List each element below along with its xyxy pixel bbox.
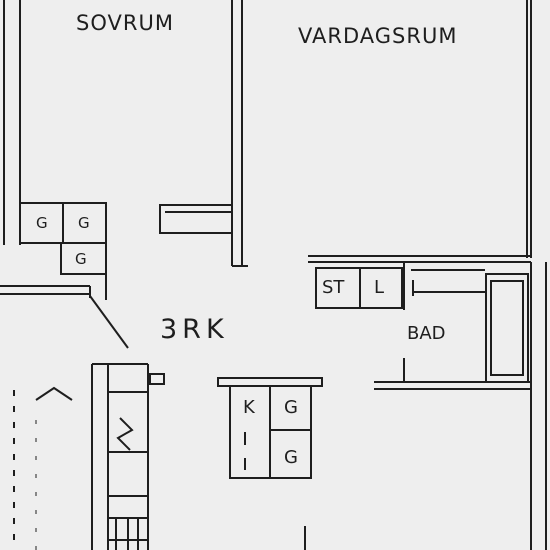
wardrobe-g-label: G bbox=[36, 214, 48, 232]
kitchen-g-label: G bbox=[284, 447, 298, 468]
wardrobe-g-label: G bbox=[75, 250, 87, 268]
kitchen-k-label: K bbox=[243, 397, 255, 418]
wardrobe-g-label: G bbox=[78, 214, 90, 232]
stove-label: ST bbox=[322, 277, 345, 298]
entrance-arrow bbox=[35, 386, 73, 401]
kitchen-g-label: G bbox=[284, 397, 298, 418]
stair-break-mark bbox=[116, 417, 134, 451]
apartment-type-label: 3RK bbox=[160, 314, 229, 345]
door-swing bbox=[89, 295, 129, 349]
bathtub-outer bbox=[485, 273, 529, 383]
kitchen-counter-top bbox=[217, 377, 323, 387]
linen-label: L bbox=[374, 277, 385, 298]
bathroom-label: BAD bbox=[407, 323, 446, 344]
bathtub-inner bbox=[490, 280, 524, 376]
closet-block bbox=[159, 204, 233, 234]
stair-switch bbox=[149, 373, 165, 385]
bedroom-label: SOVRUM bbox=[76, 11, 174, 35]
living-room-label: VARDAGSRUM bbox=[298, 24, 458, 48]
